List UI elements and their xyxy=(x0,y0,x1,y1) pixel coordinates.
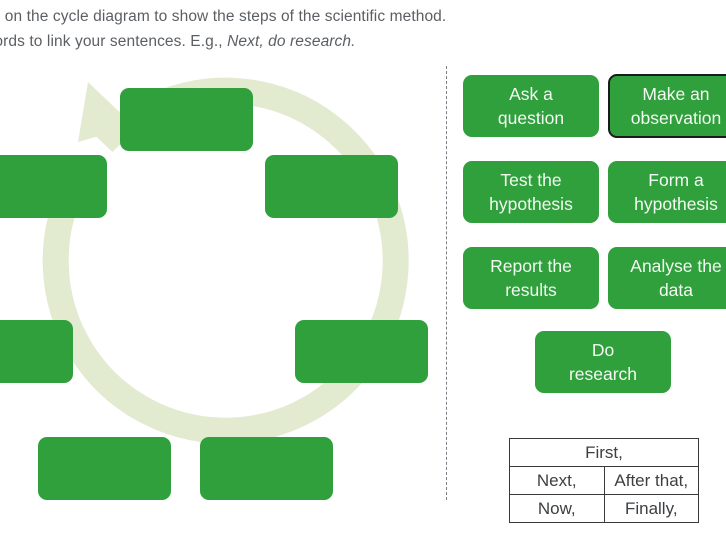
instruction-line-2-text: g words to link your sentences. E.g., xyxy=(0,33,223,50)
cycle-slot-bottom-right[interactable] xyxy=(200,437,333,500)
table-row: First, xyxy=(509,438,699,467)
panel-divider xyxy=(446,66,447,500)
table-row: Now, Finally, xyxy=(509,494,699,523)
table-row: Next, After that, xyxy=(509,466,699,495)
card-label: Do research xyxy=(569,338,637,386)
card-line-1: Make an xyxy=(642,84,710,104)
card-label: Test the hypothesis xyxy=(489,168,573,216)
card-line-2: results xyxy=(505,280,557,300)
card-make-an-observation[interactable]: Make an observation xyxy=(608,74,726,138)
card-line-1: Form a xyxy=(648,170,704,190)
linking-words-table: First, Next, After that, Now, Finally, xyxy=(509,438,699,523)
cycle-slot-top[interactable] xyxy=(120,88,253,151)
card-line-2: question xyxy=(497,108,565,128)
word-cell-after-that[interactable]: After that, xyxy=(603,466,699,495)
card-label: Ask a question xyxy=(498,82,564,130)
instruction-line-1: cards on the cycle diagram to show the s… xyxy=(0,8,447,25)
word-cell-next[interactable]: Next, xyxy=(509,466,605,495)
cycle-slot-left-top[interactable] xyxy=(0,155,107,218)
instruction-example-text: Next, do research. xyxy=(227,33,356,50)
cycle-slot-left-bottom[interactable] xyxy=(0,320,73,383)
word-cell-first[interactable]: First, xyxy=(509,438,699,467)
card-form-a-hypothesis[interactable]: Form a hypothesis xyxy=(608,161,726,223)
instruction-line-2: g words to link your sentences. E.g., Ne… xyxy=(0,33,356,51)
card-line-2: observation xyxy=(630,108,722,128)
card-label: Make an observation xyxy=(631,82,721,130)
card-line-2: hypothesis xyxy=(489,194,573,214)
card-line-1: Ask a xyxy=(509,84,553,104)
card-line-1: Analyse the xyxy=(630,256,722,276)
cycle-slot-right-top[interactable] xyxy=(265,155,398,218)
instructions-block: cards on the cycle diagram to show the s… xyxy=(0,0,726,60)
card-label: Analyse the data xyxy=(630,254,721,302)
card-analyse-the-data[interactable]: Analyse the data xyxy=(608,247,726,309)
card-label: Report the results xyxy=(490,254,572,302)
word-cell-finally[interactable]: Finally, xyxy=(603,494,699,523)
card-line-1: Do xyxy=(591,340,615,360)
card-line-2: research xyxy=(568,364,638,384)
card-line-2: hypothesis xyxy=(634,194,718,214)
card-test-the-hypothesis[interactable]: Test the hypothesis xyxy=(463,161,599,223)
cycle-slot-bottom-left[interactable] xyxy=(38,437,171,500)
card-label: Form a hypothesis xyxy=(634,168,718,216)
card-do-research[interactable]: Do research xyxy=(535,331,671,393)
cycle-diagram xyxy=(0,60,440,545)
word-cell-now[interactable]: Now, xyxy=(509,494,605,523)
card-line-2: data xyxy=(658,280,694,300)
card-line-1: Report the xyxy=(490,256,572,276)
card-report-the-results[interactable]: Report the results xyxy=(463,247,599,309)
card-ask-a-question[interactable]: Ask a question xyxy=(463,75,599,137)
card-line-1: Test the xyxy=(500,170,562,190)
card-bank: Ask a question Make an observation Test … xyxy=(455,60,726,405)
cycle-slot-right-bottom[interactable] xyxy=(295,320,428,383)
